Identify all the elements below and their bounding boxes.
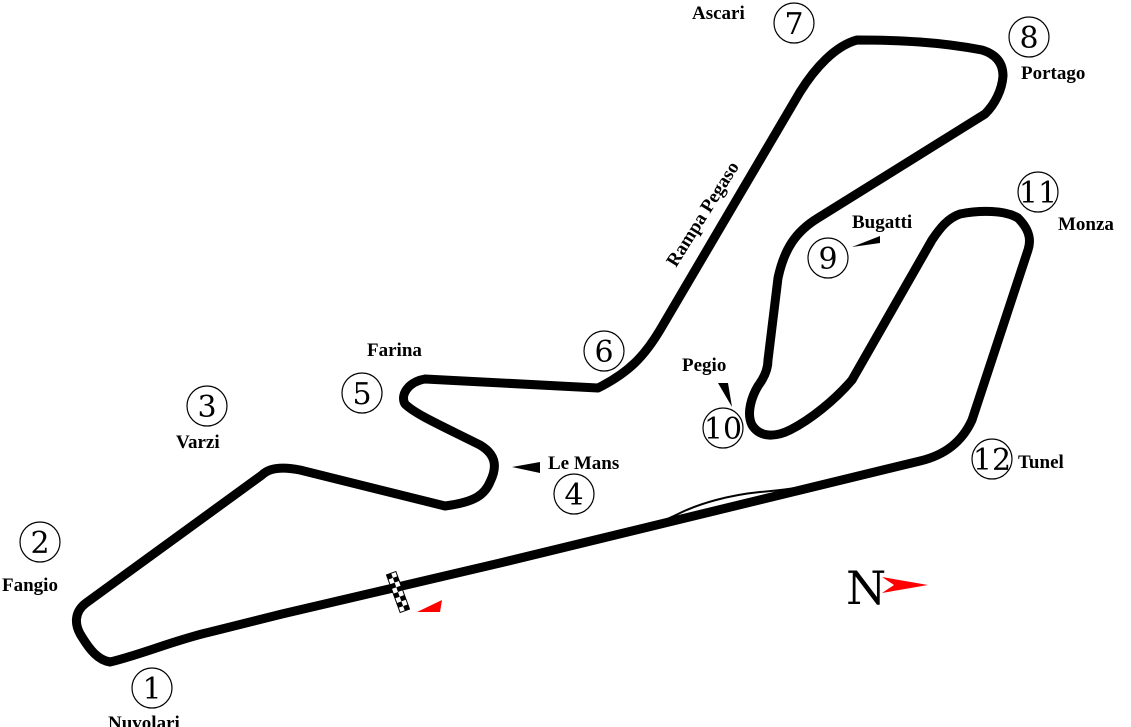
corner-name-farina: Farina: [367, 340, 422, 361]
corner-circle-4: [553, 473, 595, 515]
north-arrow-icon: [882, 577, 928, 593]
checkered-flag-icon: [385, 570, 411, 614]
corner-number-10: 10: [704, 412, 742, 447]
corner-circle-3: [186, 385, 228, 427]
corner-number-9: 9: [818, 242, 837, 277]
corner-name-pegio: Pegio: [682, 355, 726, 376]
corner-number-1: 1: [142, 672, 161, 707]
corner-name-monza: Monza: [1058, 214, 1114, 235]
corner-name-nuvolari: Nuvolari: [108, 713, 180, 727]
corner-circle-7: [773, 2, 815, 44]
corner-name-le-mans: Le Mans: [548, 453, 619, 474]
direction-arrow-icon: [417, 600, 442, 612]
corner-number-2: 2: [30, 526, 49, 561]
corner-circle-9: [807, 237, 849, 279]
pointer-pegio-icon: [718, 383, 732, 407]
corner-name-tunel: Tunel: [1018, 452, 1064, 473]
corner-name-bugatti: Bugatti: [852, 212, 912, 233]
corner-name-ascari: Ascari: [692, 3, 745, 24]
compass-letter: N: [846, 561, 886, 615]
corner-number-8: 8: [1019, 21, 1038, 56]
corner-number-12: 12: [973, 443, 1011, 478]
corner-markers: [19, 2, 1059, 709]
corner-circle-8: [1008, 16, 1050, 58]
corner-number-6: 6: [594, 335, 613, 370]
corner-circle-1: [131, 667, 173, 709]
corner-circle-10: [702, 407, 744, 449]
corner-circle-6: [583, 330, 625, 372]
corner-number-5: 5: [352, 377, 371, 412]
track-outline: [72, 35, 1035, 667]
corner-circle-11: [1017, 171, 1059, 213]
corner-circle-12: [971, 438, 1013, 480]
corner-circle-2: [19, 521, 61, 563]
corner-number-4: 4: [564, 478, 583, 513]
pointer-bugatti-icon: [852, 236, 880, 247]
corner-name-fangio: Fangio: [2, 575, 58, 596]
corner-number-7: 7: [784, 7, 803, 42]
corner-number-11: 11: [1019, 176, 1057, 211]
corner-number-3: 3: [197, 390, 216, 425]
corner-name-varzi: Varzi: [176, 432, 220, 453]
pointer-le-mans-icon: [512, 462, 540, 473]
corner-circle-5: [341, 372, 383, 414]
corner-name-portago: Portago: [1021, 63, 1085, 84]
